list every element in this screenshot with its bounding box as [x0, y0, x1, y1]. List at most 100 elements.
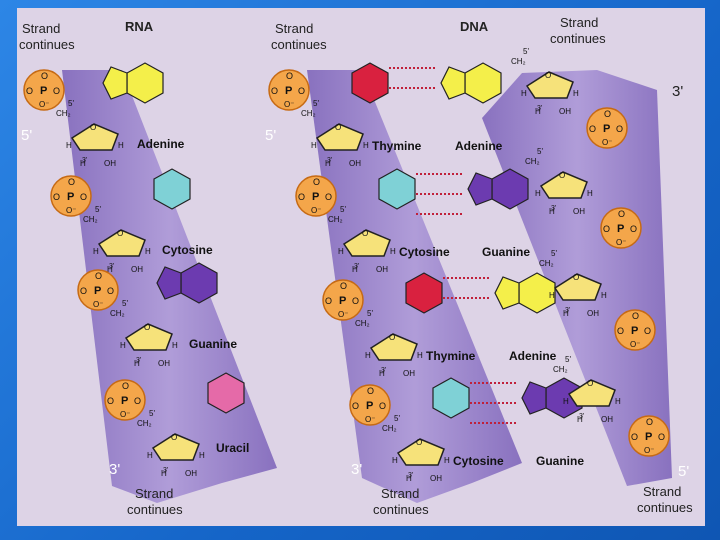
phosphate-o-label: O — [53, 192, 60, 202]
sugar-ring — [124, 323, 173, 351]
dna-left-base-cytosine — [432, 377, 470, 419]
phosphate-o-minus-label: O⁻ — [644, 446, 654, 455]
dna-title: DNA — [460, 19, 489, 34]
sugar-oh-label: OH — [403, 369, 415, 378]
sugar-oh-label: OH — [158, 359, 170, 368]
dna-right-base-label: Guanine — [536, 454, 584, 468]
sugar-3-prime-label: 3' — [408, 472, 413, 479]
phosphate-o-minus-label: O⁻ — [338, 310, 348, 319]
dna-right-base-label: Guanine — [482, 245, 530, 259]
phosphate-o-minus-label: O⁻ — [616, 238, 626, 247]
thymine-ring — [405, 272, 443, 314]
dna-right-strand-top-2: continues — [550, 31, 606, 46]
dna-left-base-label: Cytosine — [453, 454, 504, 468]
sugar-h-label: H — [521, 89, 527, 98]
sugar-h-label: H — [93, 247, 99, 256]
phosphate-o-label: O — [603, 224, 610, 234]
rna-strand-bottom-2: continues — [127, 502, 183, 517]
dna-left-base-thymine — [405, 272, 443, 314]
sugar-5-prime-label: 5' — [367, 309, 373, 318]
phosphate-o-label: O — [286, 71, 293, 81]
sugar-o-label: O — [362, 229, 368, 238]
dna-right-base-label: Adenine — [455, 139, 503, 153]
sugar-o-label: O — [587, 379, 593, 388]
sugar-h-label: H — [118, 141, 124, 150]
dna-left-5-end: 5' — [265, 127, 276, 144]
phosphate-circle — [586, 107, 628, 149]
sugar-ring — [369, 333, 418, 361]
rna-strand-bottom-1: Strand — [135, 486, 173, 501]
phosphate-o-minus-label: O⁻ — [39, 100, 49, 109]
phosphate-o-label: O — [68, 177, 75, 187]
sugar-5-prime-label: 5' — [68, 99, 74, 108]
sugar-h-label: H — [134, 359, 140, 368]
uracil-ring — [207, 372, 245, 414]
sugar-ch2-label: CH₂ — [539, 259, 554, 268]
dna-left-base-thymine — [351, 62, 389, 104]
dna-right-strand-bottom-2: continues — [637, 500, 693, 515]
rna-base-label: Cytosine — [162, 243, 213, 257]
sugar-o-label: O — [335, 123, 341, 132]
sugar-5-prime-label: 5' — [394, 414, 400, 423]
adenine-five-ring — [102, 66, 128, 100]
rna-strand-top-1: Strand — [22, 21, 60, 36]
dna-right-strand-bottom-1: Strand — [643, 484, 681, 499]
sugar-3-prime-label: 3' — [551, 205, 556, 212]
sugar-h-label: H — [147, 451, 153, 460]
rna-base-guanine — [156, 262, 218, 304]
sugar-3-prime-label: 3' — [565, 307, 570, 314]
sugar-5-prime-label: 5' — [149, 409, 155, 418]
sugar-h-label: H — [325, 159, 331, 168]
rna-base-cytosine — [153, 168, 191, 210]
dna-right-base-label: Adenine — [509, 349, 557, 363]
sugar-h-label: H — [66, 141, 72, 150]
dna-right-strand-top-1: Strand — [560, 15, 598, 30]
sugar-ring — [553, 273, 602, 301]
sugar-o-label: O — [559, 171, 565, 180]
adenine-five-ring — [494, 276, 520, 310]
phosphate-o-label: O — [41, 71, 48, 81]
rna-3-end: 3' — [109, 461, 120, 478]
phosphate-p-label: P — [645, 431, 652, 443]
phosphate-circle — [268, 69, 310, 111]
phosphate-o-label: O — [617, 326, 624, 336]
sugar-h-label: H — [406, 474, 412, 483]
sugar-h-label: H — [587, 189, 593, 198]
sugar-5-prime-label: 5' — [95, 205, 101, 214]
phosphate-o-minus-label: O⁻ — [365, 415, 375, 424]
sugar-h-label: H — [549, 291, 555, 300]
sugar-o-label: O — [117, 229, 123, 238]
sugar-ch2-label: CH₂ — [137, 419, 152, 428]
phosphate-o-label: O — [325, 296, 332, 306]
phosphate-o-label: O — [107, 286, 114, 296]
sugar-ch2-label: CH₂ — [525, 157, 540, 166]
sugar-3-prime-label: 3' — [579, 413, 584, 420]
dna-left-base-label: Thymine — [426, 349, 476, 363]
phosphate-circle — [614, 309, 656, 351]
sugar-o-label: O — [416, 438, 422, 447]
rna-base-uracil — [207, 372, 245, 414]
sugar-h-label: H — [563, 309, 569, 318]
sugar-3-prime-label: 3' — [354, 263, 359, 270]
sugar-o-label: O — [90, 123, 96, 132]
phosphate-o-label: O — [646, 417, 653, 427]
sugar-3-prime-label: 3' — [537, 105, 542, 112]
sugar-ch2-label: CH₂ — [328, 215, 343, 224]
guanine-five-ring — [156, 266, 182, 300]
rna-5-end: 5' — [21, 127, 32, 144]
sugar-oh-label: OH — [185, 469, 197, 478]
sugar-h-label: H — [161, 469, 167, 478]
phosphate-o-label: O — [367, 386, 374, 396]
sugar-o-label: O — [171, 433, 177, 442]
sugar-h-label: H — [577, 415, 583, 424]
phosphate-o-label: O — [313, 177, 320, 187]
sugar-ch2-label: CH₂ — [110, 309, 125, 318]
sugar-3-prime-label: 3' — [136, 357, 141, 364]
sugar-oh-label: OH — [587, 309, 599, 318]
phosphate-o-label: O — [618, 209, 625, 219]
phosphate-o-minus-label: O⁻ — [93, 300, 103, 309]
